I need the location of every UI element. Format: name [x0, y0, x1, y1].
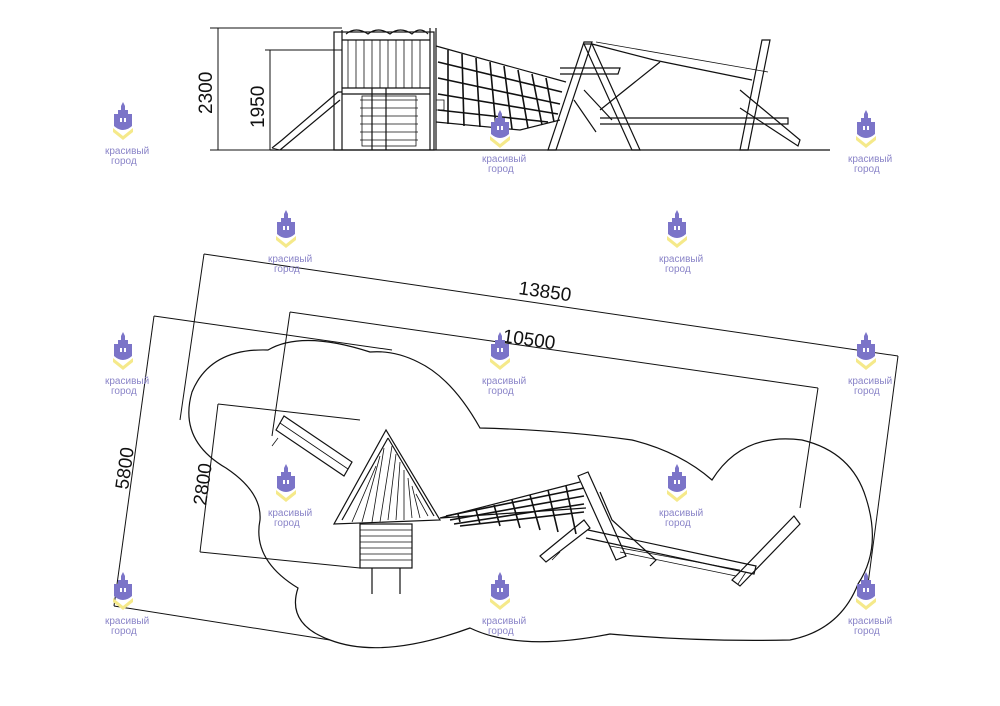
svg-text:красивый: красивый — [848, 376, 892, 387]
svg-text:город: город — [488, 626, 514, 637]
watermark: красивый город — [482, 572, 526, 637]
watermark-logo-icon — [490, 572, 510, 610]
svg-text:город: город — [111, 386, 137, 397]
watermark-logo-icon — [856, 332, 876, 370]
watermark: красивый город — [268, 210, 312, 275]
safety-zone-outline — [188, 339, 873, 649]
watermark-logo-icon — [856, 110, 876, 148]
dim-5800-label: 5800 — [112, 446, 139, 491]
svg-text:красивый: красивый — [105, 376, 149, 387]
watermark: красивый город — [848, 110, 892, 175]
a-frame-structure — [547, 39, 801, 151]
watermark-logo-icon — [113, 572, 133, 610]
svg-text:красивый: красивый — [105, 616, 149, 627]
svg-text:красивый: красивый — [268, 254, 312, 265]
watermark: красивый город — [105, 572, 149, 637]
dim-2300-label: 2300 — [196, 72, 217, 114]
watermark-logo-icon — [667, 464, 687, 502]
dim-13850-label: 13850 — [517, 278, 572, 306]
svg-text:красивый: красивый — [268, 508, 312, 519]
watermark: красивый город — [482, 110, 526, 175]
a-frame-plan — [539, 471, 801, 587]
svg-text:красивый: красивый — [659, 254, 703, 265]
watermark: красивый город — [848, 572, 892, 637]
watermark-logo-icon — [113, 332, 133, 370]
watermark: красивый город — [482, 332, 526, 397]
dimension-frame-inner: 10500 2800 — [190, 311, 819, 569]
rope-net-side — [435, 45, 567, 131]
svg-text:город: город — [274, 264, 300, 275]
side-elevation: 2300 1950 — [196, 27, 830, 151]
tower — [333, 28, 445, 151]
watermark-logo-icon — [276, 464, 296, 502]
watermark: красивый город — [268, 464, 312, 529]
svg-text:красивый: красивый — [482, 616, 526, 627]
rope-net-plan — [439, 481, 587, 535]
watermark: красивый город — [105, 332, 149, 397]
svg-text:город: город — [274, 518, 300, 529]
svg-text:красивый: красивый — [482, 376, 526, 387]
dimension-frame-outer: 13850 5800 — [112, 253, 899, 641]
svg-text:красивый: красивый — [659, 508, 703, 519]
slide — [271, 91, 342, 151]
svg-text:город: город — [854, 164, 880, 175]
svg-text:город: город — [665, 518, 691, 529]
watermark-logo-icon — [667, 210, 687, 248]
dim-10500-label: 10500 — [501, 326, 556, 354]
svg-text:красивый: красивый — [105, 146, 149, 157]
svg-text:красивый: красивый — [848, 616, 892, 627]
dimension-2300: 2300 — [196, 27, 342, 151]
watermark-logo-icon — [856, 572, 876, 610]
watermark-logo-icon — [113, 102, 133, 140]
dim-1950-label: 1950 — [248, 86, 269, 128]
watermark: красивый город — [659, 464, 703, 529]
svg-text:город: город — [665, 264, 691, 275]
svg-text:город: город — [488, 164, 514, 175]
svg-text:город: город — [854, 386, 880, 397]
svg-text:красивый: красивый — [848, 154, 892, 165]
dimension-1950: 1950 — [248, 49, 342, 150]
watermark: красивый город — [659, 210, 703, 275]
dim-2800-label: 2800 — [190, 462, 217, 507]
tower-roof-plan — [332, 428, 442, 594]
svg-text:город: город — [488, 386, 514, 397]
svg-text:красивый: красивый — [482, 154, 526, 165]
svg-text:город: город — [111, 626, 137, 637]
watermark-logo-icon — [276, 210, 296, 248]
svg-text:город: город — [854, 626, 880, 637]
slide-plan — [271, 415, 353, 477]
watermarks: красивый город красивый город красивый г… — [105, 102, 892, 637]
svg-text:город: город — [111, 156, 137, 167]
watermark: красивый город — [848, 332, 892, 397]
watermark: красивый город — [105, 102, 149, 167]
